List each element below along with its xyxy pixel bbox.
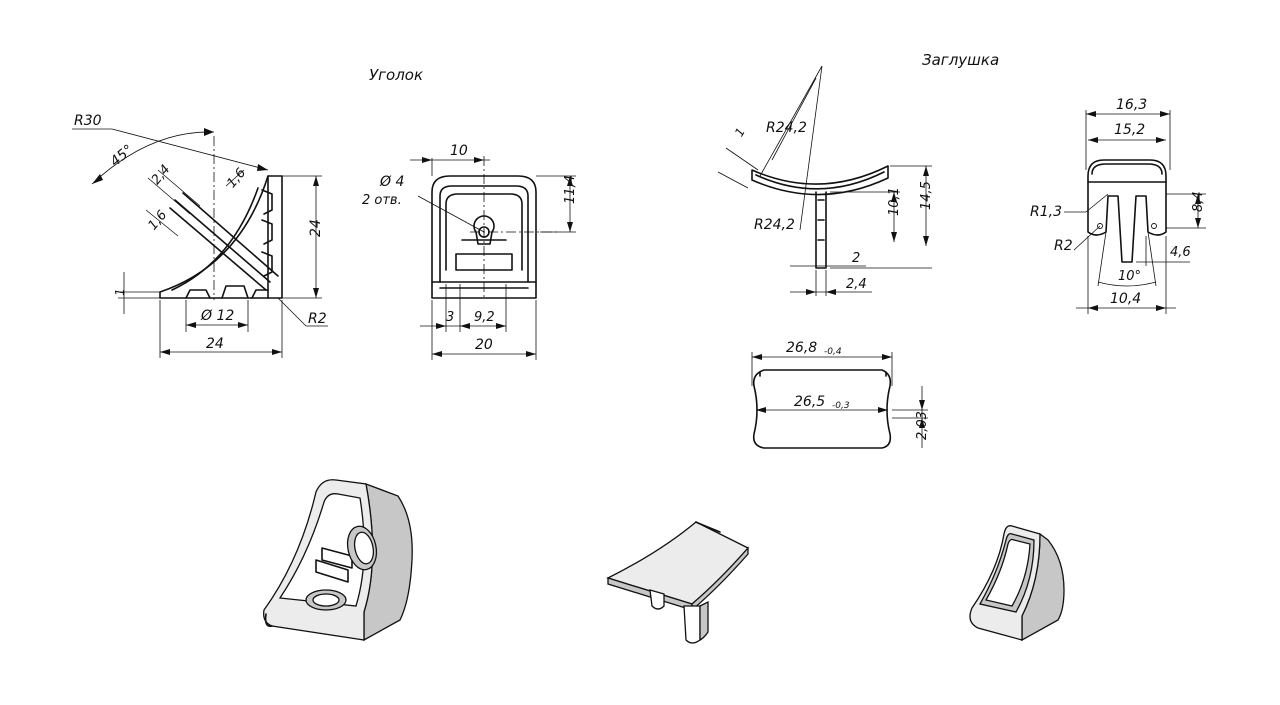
corner-dim-1-6-b: 1,6 <box>224 166 249 191</box>
cap-side-view: R24,2 R24,2 1 10,1 14,5 2 2,4 <box>717 65 934 296</box>
capt-length-inner: 26,5 <box>794 394 825 410</box>
capf-width-inner: 15,2 <box>1114 122 1145 138</box>
cap-top-view: 26,8 -0,4 26,5 -0,3 2,03 <box>751 340 930 449</box>
capf-leg-offset: 4,6 <box>1170 245 1191 260</box>
front-width-20: 20 <box>475 337 493 353</box>
title-corner: Уголок <box>369 66 423 84</box>
cap-pin-height: 10,1 <box>887 187 902 216</box>
front-dim-10: 10 <box>450 143 468 159</box>
capf-width-outer: 16,3 <box>1116 97 1147 113</box>
corner-width-24: 24 <box>206 336 224 352</box>
corner-hole-dia-12: Ø 12 <box>200 308 234 324</box>
corner-radius-r30: R30 <box>74 113 102 129</box>
cap-radius-top: R24,2 <box>766 120 807 136</box>
capf-base-width: 10,4 <box>1110 291 1141 307</box>
corner-thickness-1: 1 <box>113 288 127 296</box>
corner-height-24: 24 <box>308 219 324 237</box>
corner-angle-45: 45° <box>107 142 136 170</box>
corner-radius-r2: R2 <box>308 311 327 327</box>
capf-radius-a: R1,3 <box>1030 204 1062 220</box>
capf-height: 8,4 <box>1191 191 1206 212</box>
cap-radius-bottom: R24,2 <box>754 217 795 233</box>
cap-total-height: 14,5 <box>919 181 934 210</box>
capt-length-outer: 26,8 <box>786 340 817 356</box>
corner-dim-2-4: 2,4 <box>149 162 174 187</box>
front-height-11-4: 11,4 <box>563 175 578 204</box>
front-dim-9-2: 9,2 <box>474 310 495 325</box>
capf-angle: 10° <box>1118 269 1141 284</box>
front-hole-count: 2 отв. <box>362 193 402 208</box>
cap-isometric-view <box>606 521 750 644</box>
cap-thickness-1: 1 <box>732 125 748 139</box>
cap-front-view: 16,3 15,2 R1,3 R2 8,4 4,6 10° 10 <box>1030 97 1206 314</box>
corner-isometric-view <box>263 479 413 642</box>
capt-tol-inner: -0,3 <box>832 401 850 411</box>
title-cap: Заглушка <box>922 51 999 69</box>
cap-assembly-isometric-view <box>969 525 1065 642</box>
cap-pin-width: 2 <box>852 251 860 266</box>
capf-radius-b: R2 <box>1054 238 1073 254</box>
corner-dim-1-6-a: 1,6 <box>145 208 170 233</box>
capt-tol-outer: -0,4 <box>824 347 842 357</box>
cap-pin-width-2: 2,4 <box>846 277 867 292</box>
front-dim-3: 3 <box>446 310 454 325</box>
front-hole-dia-4: Ø 4 <box>379 174 404 190</box>
corner-side-view: R30 45° 2,4 1,6 1,6 24 1 Ø 12 <box>72 113 328 358</box>
capt-thickness: 2,03 <box>915 411 930 440</box>
corner-front-view: 10 Ø 4 2 отв. 11,4 3 9,2 20 <box>362 143 578 360</box>
